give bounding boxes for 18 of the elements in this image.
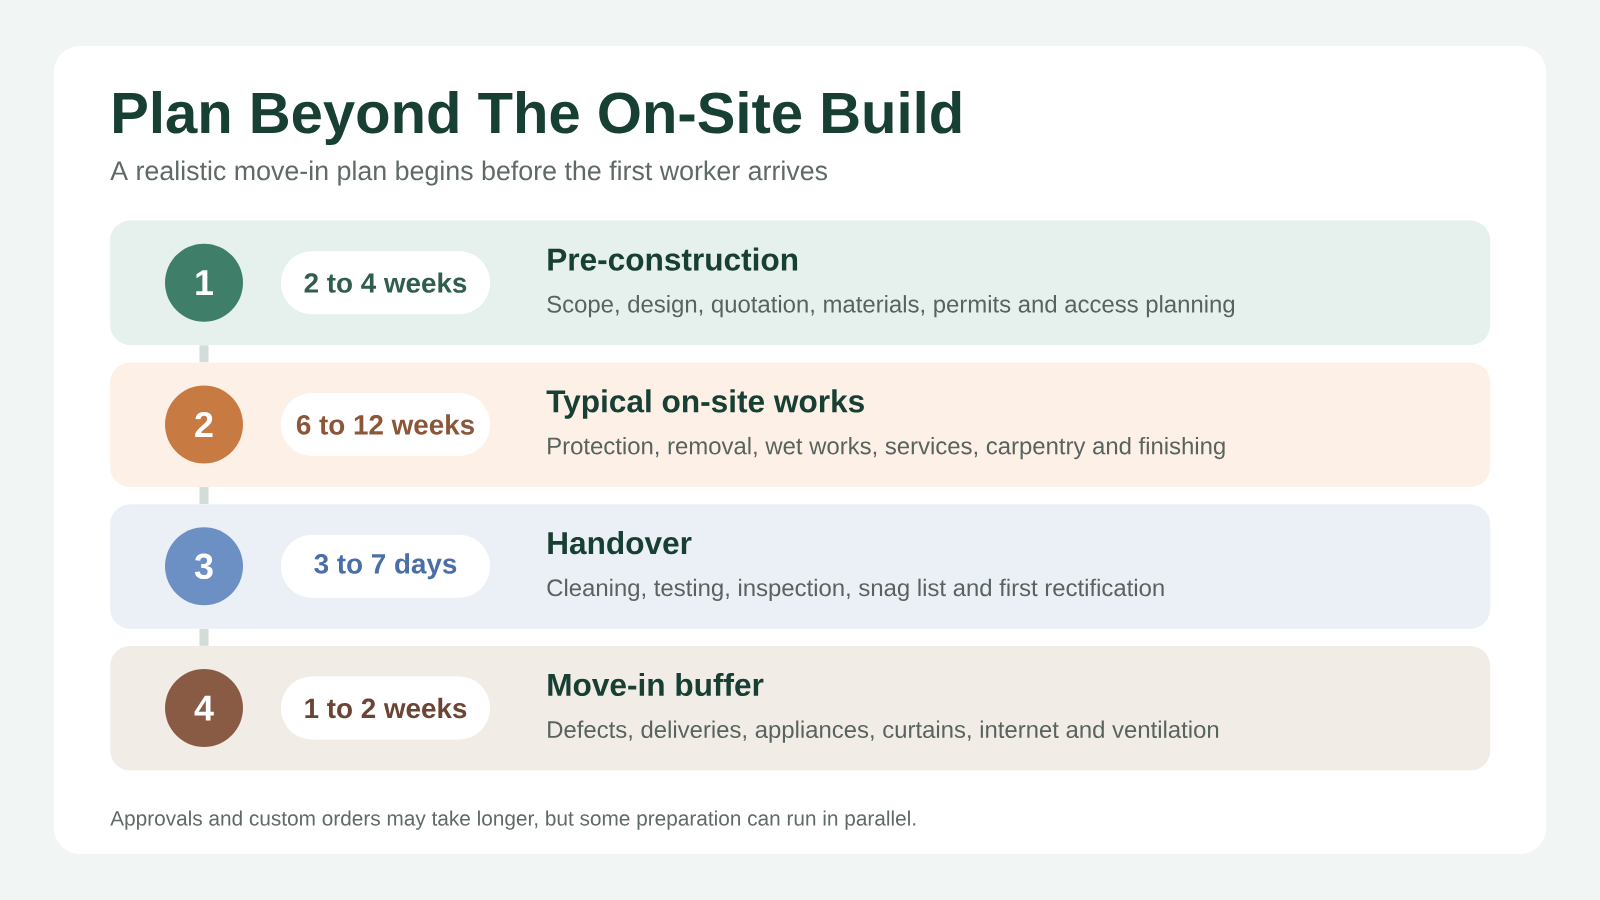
footnote: Approvals and custom orders may take longer, but some preparation can run in parallel. — [110, 810, 916, 830]
step-heading: Move-in buffer — [548, 672, 764, 697]
step-description: Cleaning, testing, inspection, snag list and first rectification — [547, 578, 1164, 601]
duration-pill: 6 to 12 weeks — [281, 392, 490, 456]
connector-line — [199, 487, 209, 504]
connector-line — [199, 628, 209, 646]
duration-pill: 1 to 2 weeks — [281, 676, 490, 740]
step-description: Defects, deliveries, appliances, curtains, internet and ventilation — [548, 720, 1219, 743]
duration-pill: 3 to 7 days — [281, 534, 490, 598]
duration-pill: 2 to 4 weeks — [281, 251, 490, 315]
subtitle: A realistic move-in plan begins before the first worker arrives — [110, 160, 828, 186]
step-heading: Pre-construction — [548, 247, 798, 271]
step-heading: Typical on-site works — [546, 389, 864, 419]
title: Plan Beyond The On-Site Build — [114, 90, 961, 146]
step-description: Scope, design, quotation, materials, permits and access planning — [547, 295, 1235, 318]
step-heading: Handover — [548, 531, 692, 555]
connector-line — [199, 345, 209, 363]
step-description: Protection, removal, wet works, services, carpentry and finishing — [548, 436, 1225, 460]
